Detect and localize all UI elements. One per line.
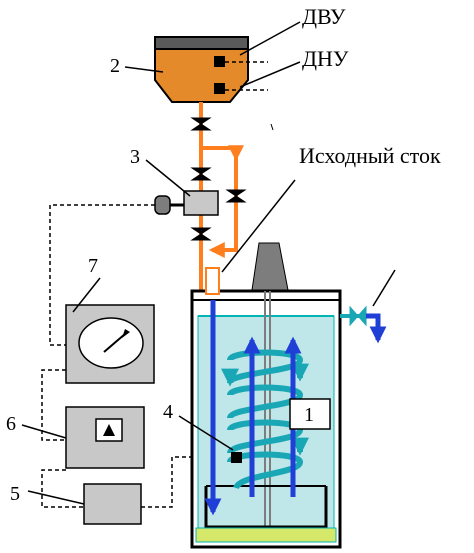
motor-pump-icon (154, 190, 219, 216)
label-number-3: 3 (130, 146, 140, 168)
valve-icon (225, 189, 247, 203)
label-inflow: Исходный сток (299, 143, 441, 168)
gauge-dial-icon (78, 317, 144, 369)
indicator-box (65, 406, 145, 469)
box-1: 1 (289, 398, 331, 430)
leader-inflow (221, 179, 296, 273)
label-number-4: 4 (163, 401, 173, 423)
label-number-6: 6 (6, 413, 16, 435)
lower-level-sensor (214, 83, 225, 94)
outlet (340, 269, 396, 344)
gauge-box (65, 304, 155, 384)
upper-level-sensor (214, 56, 225, 67)
sensor-icon (231, 452, 242, 463)
leader-dvu (239, 21, 301, 56)
valve-icon (190, 167, 212, 181)
inlet-nozzle (205, 267, 220, 295)
valve-icon (190, 227, 212, 241)
label-dvu: ДВУ (302, 4, 346, 29)
label-number-5: 5 (10, 483, 20, 505)
label-dnu: ДНУ (302, 46, 349, 71)
controller-box (83, 483, 142, 525)
triangle-indicator-icon (103, 424, 115, 436)
label-number-7: 7 (88, 255, 98, 277)
label-number-1: 1 (304, 404, 314, 426)
valve-icon (349, 305, 359, 327)
label-number-2: 2 (110, 55, 120, 77)
leader-dnu (239, 61, 301, 88)
valve-icon (190, 117, 212, 131)
reagent-hopper (154, 36, 249, 103)
exhaust-cone (251, 242, 289, 291)
